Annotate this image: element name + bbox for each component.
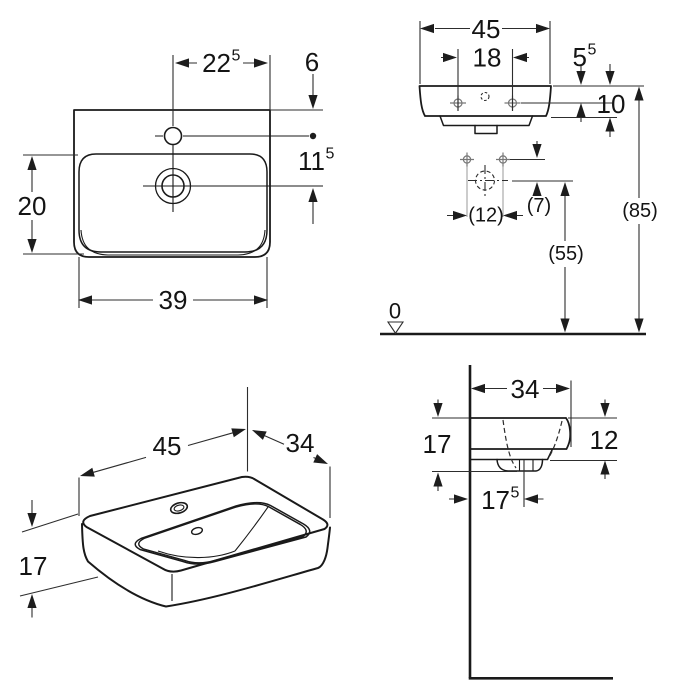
elevation-dimension-lines xyxy=(419,21,644,333)
iso-dim-height: 17 xyxy=(19,551,48,581)
datum-triangle-icon xyxy=(386,321,405,335)
dim-tap-spacing: 18 xyxy=(473,43,502,73)
tap-hole xyxy=(163,126,183,146)
elevation-basin-outline xyxy=(418,85,552,135)
iso-basin-outline xyxy=(81,475,331,608)
dimension-dot xyxy=(309,132,317,140)
dim-bowl-width: 39 xyxy=(159,285,188,315)
dim-overall-height: (85) xyxy=(622,200,658,222)
dim-rim-height: 10 xyxy=(597,89,626,119)
iso-dim-depth: 34 xyxy=(286,428,315,458)
dim-tap-offset-sup: 5 xyxy=(232,48,241,65)
dim-tap-offset: 22 xyxy=(202,48,231,78)
section-dimension-lines xyxy=(432,380,617,507)
dim-width: 45 xyxy=(472,14,501,44)
dim-top-to-tap: 5 xyxy=(573,42,587,72)
isometric-view: 45 34 17 xyxy=(19,387,331,618)
dim-edge-to-tap: 6 xyxy=(305,47,319,77)
fixing-and-drain-symbols xyxy=(460,152,510,217)
section-basin-outline xyxy=(469,417,572,472)
iso-dim-width: 45 xyxy=(153,431,182,461)
overflow-hole xyxy=(480,91,490,102)
plan-view: 22 5 6 11 5 20 39 xyxy=(18,47,335,315)
dim-fixing-to-drain: (7) xyxy=(527,195,551,217)
section-dim-wall-to-drain: 17 xyxy=(481,485,510,515)
fixing-hole-right xyxy=(496,152,510,167)
section-dim-front-height: 12 xyxy=(590,425,619,455)
plan-dimension-lines xyxy=(23,55,323,308)
section-view: 34 17 12 17 5 xyxy=(423,365,619,680)
dim-fixing-spacing: (12) xyxy=(468,205,504,227)
section-dim-depth: 34 xyxy=(511,374,540,404)
floor-level-label: 0 xyxy=(389,299,401,324)
iso-tap-hole xyxy=(169,501,189,515)
dim-tap-to-drain-sup: 5 xyxy=(326,146,335,163)
elevation-view: 45 18 5 5 10 (12) (7) (55) (85) 0 xyxy=(380,14,658,336)
iso-dimension-lines xyxy=(19,387,331,618)
dim-bowl-depth: 20 xyxy=(18,191,47,221)
dim-drain-height: (55) xyxy=(548,243,584,265)
iso-overflow-hole xyxy=(190,526,204,536)
dim-tap-to-drain: 11 xyxy=(298,146,325,176)
dim-top-to-tap-sup: 5 xyxy=(588,42,597,59)
section-dim-wall-to-drain-sup: 5 xyxy=(511,485,520,502)
fixing-hole-left xyxy=(460,152,474,167)
section-dim-height: 17 xyxy=(423,429,452,459)
plan-basin-outline xyxy=(73,109,323,258)
